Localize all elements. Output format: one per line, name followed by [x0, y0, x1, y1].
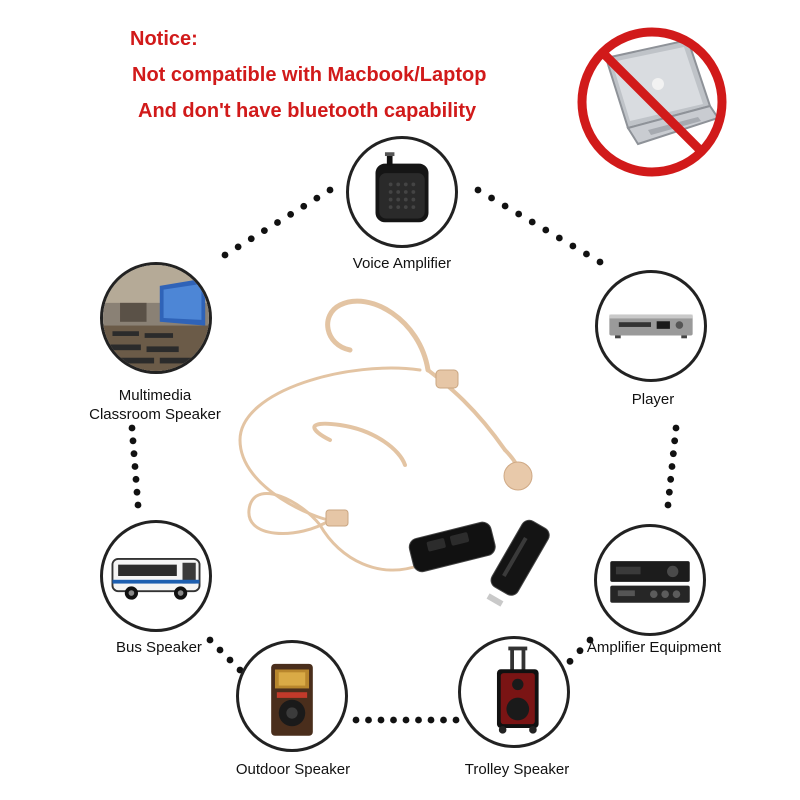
connector-dot [352, 716, 360, 724]
connector-dot [488, 194, 495, 202]
connector-dot [274, 219, 281, 226]
connector-dot [669, 450, 677, 458]
connector-dot [402, 716, 410, 724]
connector-dot [415, 716, 422, 724]
outdoor-speaker-label: Outdoor Speaker [235, 761, 351, 778]
notice-title: Notice: [130, 28, 198, 50]
connector-dot [596, 258, 604, 266]
connector-dot [300, 202, 308, 210]
connector-dot [515, 210, 523, 218]
connector-dot [133, 488, 141, 496]
connector-dot [134, 501, 142, 509]
connector-dot [667, 475, 675, 483]
connector-dot [226, 656, 234, 664]
connector-dot [664, 501, 672, 509]
connector-dot [671, 437, 679, 445]
trolley-speaker-label: Trolley Speaker [464, 761, 570, 778]
bus-speaker-label: Bus Speaker [116, 639, 202, 656]
connector-dot [206, 636, 214, 644]
connector-dot [501, 202, 509, 210]
connector-dot [390, 716, 397, 724]
voice-amplifier-image [346, 136, 458, 248]
connector-dot [576, 647, 584, 655]
connector-dot [440, 716, 447, 724]
connector-dot [566, 657, 574, 665]
bus-speaker-image [100, 520, 212, 632]
voice-amplifier-label: Voice Amplifier [352, 255, 452, 272]
connector-dot [668, 463, 676, 470]
connector-dot [129, 437, 137, 445]
player-label: Player [631, 391, 675, 408]
connector-dot [128, 424, 136, 432]
connector-dot [216, 646, 224, 654]
connector-dot [313, 194, 321, 202]
amplifier-equipment-image [594, 524, 706, 636]
connector-dot [221, 251, 229, 259]
connector-dot [569, 242, 577, 250]
connector-dot [528, 218, 536, 226]
notice-no-bluetooth: And don't have bluetooth capability [138, 100, 477, 122]
no-laptop-icon [568, 18, 736, 186]
connector-dot [555, 234, 563, 242]
multimedia-classroom-label-line1: Multimedia [118, 387, 192, 404]
connector-dot [326, 186, 334, 194]
connector-dot [586, 636, 594, 644]
connector-dot [130, 450, 138, 458]
notice-incompatible-laptop: Not compatible with Macbook/Laptop [132, 64, 487, 86]
outdoor-speaker-image [236, 640, 348, 752]
multimedia-classroom-image [100, 262, 212, 374]
connector-dot [287, 210, 295, 218]
connector-dot [452, 716, 460, 724]
connector-dot [665, 488, 673, 496]
player-image [595, 270, 707, 382]
connector-dot [427, 716, 435, 724]
connector-dot [542, 226, 550, 234]
connector-dot [247, 235, 255, 243]
trolley-speaker-image [458, 636, 570, 748]
connector-dot [474, 186, 482, 194]
connector-dot [583, 250, 590, 258]
connector-dot [234, 243, 242, 251]
connector-dot [132, 475, 140, 483]
multimedia-classroom-label-line2: Classroom Speaker [89, 406, 221, 423]
connector-dot [672, 424, 680, 432]
connector-dot [377, 716, 385, 724]
connector-dot [131, 463, 139, 470]
amplifier-equipment-label: Amplifier Equipment [586, 639, 722, 656]
connector-dot [365, 716, 372, 724]
connector-dot [260, 227, 268, 235]
